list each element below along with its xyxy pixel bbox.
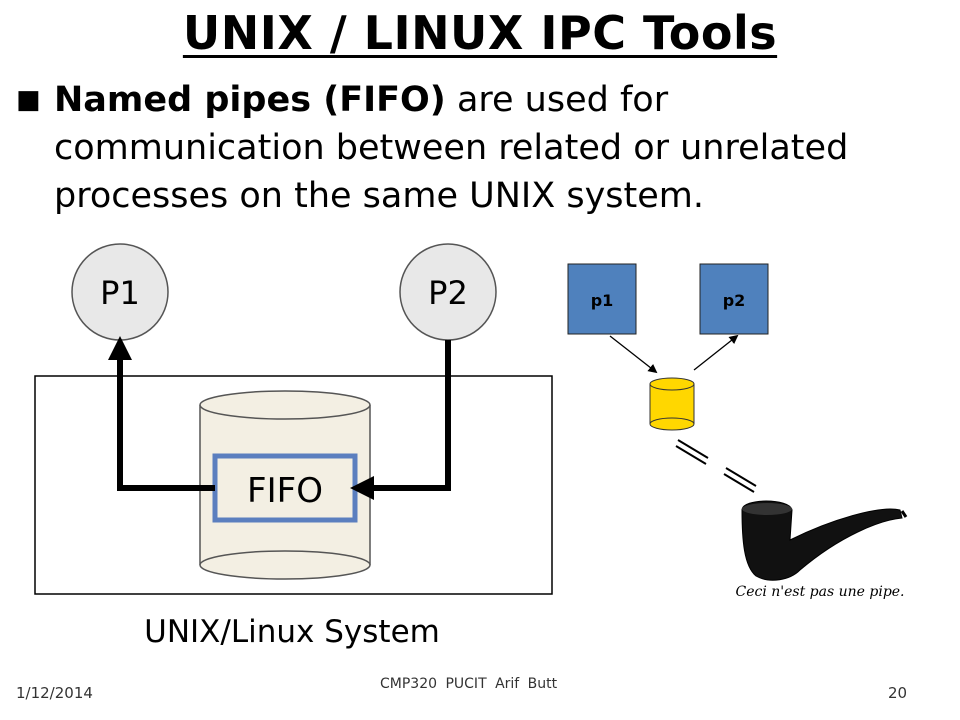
arrow-p2-to-fifo [350, 340, 451, 500]
bullet-rest: are used for communication between relat… [54, 80, 849, 216]
system-boundary-box [34, 375, 553, 595]
process-box-label-p2: p2 [723, 291, 746, 310]
process-box-label-p1: p1 [591, 291, 614, 310]
footer-course: CMP320 PUCIT Arif Butt [380, 676, 558, 692]
arrow-fifo-to-p1 [108, 336, 215, 491]
process-box-p2 [699, 263, 769, 335]
bullet-bold-lead: Named pipes (FIFO) [54, 80, 446, 120]
small-pipe-cylinder [649, 377, 695, 431]
bullet-text: Named pipes (FIFO) are used for communic… [54, 76, 946, 220]
slide-title: UNIX / LINUX IPC Tools [182, 6, 778, 60]
footer-page-number: 20 [888, 684, 908, 702]
process-label-p2: P2 [428, 274, 468, 312]
fifo-label: FIFO [247, 471, 323, 511]
process-box-p1 [567, 263, 637, 335]
arrow-p1-to-pipe [609, 335, 658, 374]
arrow-pipe-to-p2 [693, 334, 739, 371]
dashed-connector [675, 439, 757, 493]
fifo-label-band [212, 453, 358, 523]
pipe-caption: Ceci n'est pas une pipe. [735, 584, 904, 600]
process-label-p1: P1 [100, 274, 140, 312]
tobacco-pipe-icon [741, 500, 908, 581]
square-bullet-icon: ■ [16, 85, 41, 115]
bullet-point: ■ Named pipes (FIFO) are used for commun… [16, 76, 946, 220]
footer-date: 1/12/2014 [16, 684, 93, 702]
system-label: UNIX/Linux System [144, 614, 440, 650]
